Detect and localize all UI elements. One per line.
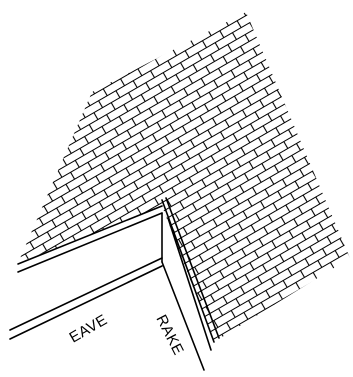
- rake-label: RAKE: [152, 312, 187, 358]
- eave-label: EAVE: [67, 311, 111, 346]
